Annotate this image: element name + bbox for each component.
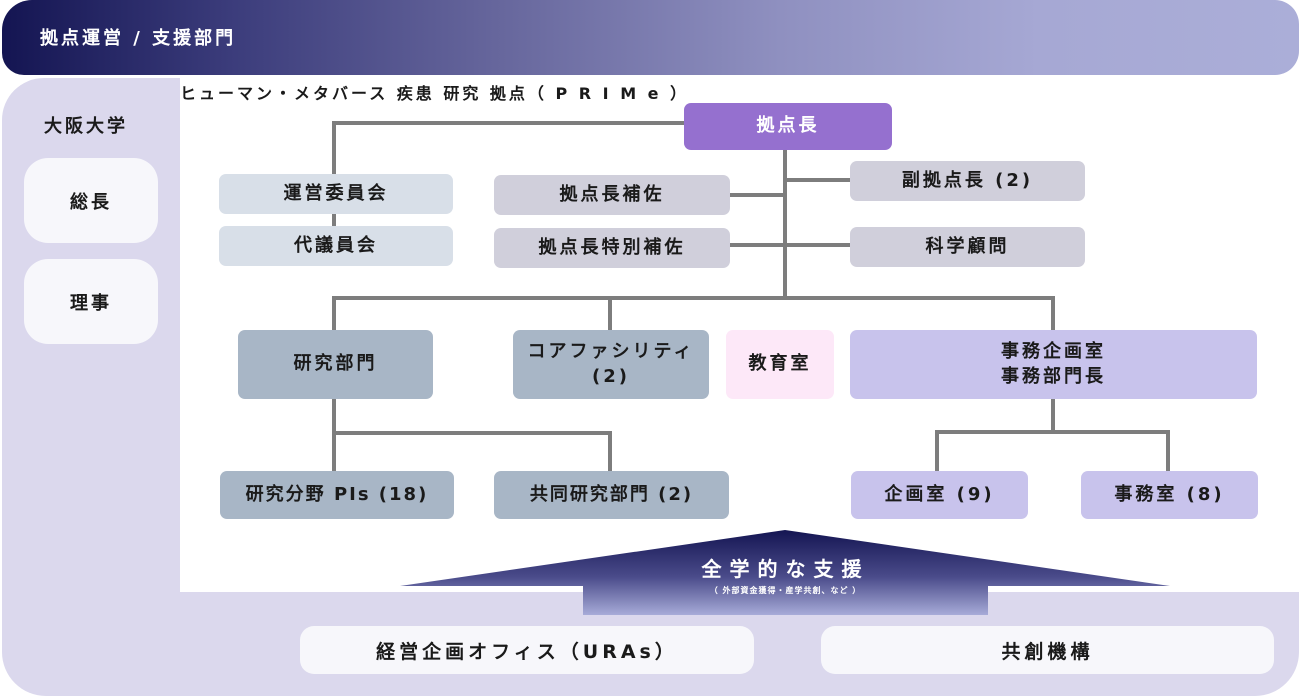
representative-council-box: 代議員会 [219,226,453,266]
core-facility-line1: コアファシリティ [527,341,695,363]
connector-advisor-2 [785,243,850,247]
connector-joint [608,431,612,472]
director-box: 拠点長 [684,103,892,150]
research-division-box: 研究部門 [238,330,433,399]
planning-office-box: 企画室 (9) [851,471,1028,519]
support-title: 全学的な支援 [701,557,870,581]
connector-core [608,296,612,330]
connector-research [332,296,336,330]
director-assistant-box: 拠点長補佐 [494,175,730,215]
director-special-assistant-box: 拠点長特別補佐 [494,228,730,268]
research-pis-box: 研究分野 PIs (18) [220,471,454,519]
support-arrow-icon [400,530,1170,615]
org-title: ヒューマン・メタバース 疾患 研究 拠点（ P R I M e ） [180,84,690,103]
connector-office [1166,430,1170,472]
connector-councils-between [332,214,336,226]
science-advisor-box: 科学顧問 [850,227,1085,267]
connector-admin-down [1051,398,1055,432]
admin-planning-line1: 事務企画室 [1001,341,1106,363]
connector-head-trunk [783,150,787,298]
connector-head-councils [332,121,684,125]
connector-planning [935,430,939,472]
connector-assist-2 [730,243,785,247]
header-banner [2,0,1299,75]
core-facility-line2: (2) [592,365,630,387]
education-office-box: 教育室 [726,330,834,399]
admin-planning-line2: 事務部門長 [1001,365,1106,387]
support-subtitle: （ 外部資金獲得・産学共創、など ） [709,586,862,595]
connector-divisions-bar [332,296,1055,300]
co-creation-bureau-box: 共創機構 [821,626,1274,674]
connector-assist-1 [730,193,785,197]
university-title: 大阪大学 [44,116,128,137]
trustees-box: 理事 [24,259,158,344]
connector-admin [1051,296,1055,330]
general-affairs-box: 事務室 (8) [1081,471,1258,519]
connector-research-down [332,398,336,472]
connector-research-bar [332,431,612,435]
connector-admin-bar [935,430,1170,434]
banner-title: 拠点運営 / 支援部門 [40,28,237,49]
connector-advisor-1 [785,178,850,182]
core-facility-box: コアファシリティ (2) [513,330,709,399]
president-box: 総長 [24,158,158,243]
joint-research-box: 共同研究部門 (2) [494,471,729,519]
connector-councils-vertical [332,121,336,175]
admin-planning-office-box: 事務企画室 事務部門長 [850,330,1257,399]
management-planning-office-box: 経営企画オフィス（URAs） [300,626,754,674]
steering-committee-box: 運営委員会 [219,174,453,214]
deputy-director-box: 副拠点長 (2) [850,161,1085,201]
